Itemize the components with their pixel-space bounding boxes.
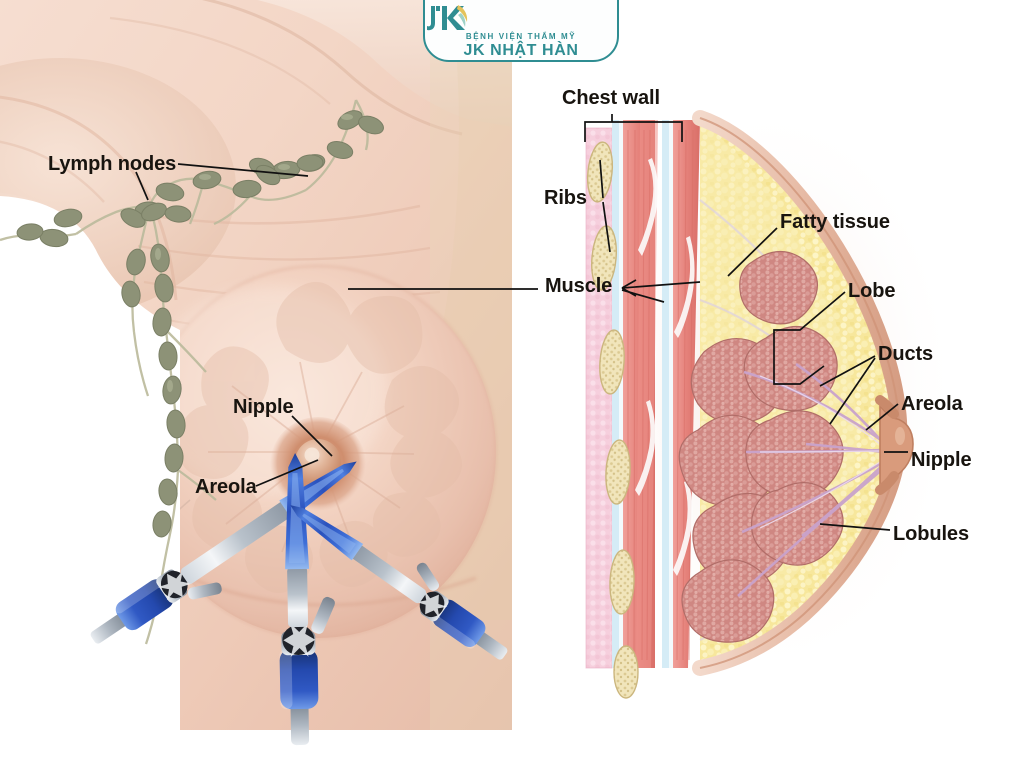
torso-illustration — [0, 0, 512, 746]
arm-crease — [0, 138, 105, 203]
trocar-right — [290, 505, 508, 660]
label-lobe: Lobe — [848, 280, 896, 302]
lymphatic-system — [0, 99, 384, 645]
clinic-logo-badge: BỆNH VIỆN THẨM MỸ JK NHẬT HÀN — [423, 0, 619, 62]
leader-lymph-nodes-b — [135, 171, 149, 201]
bracket-chest-wall — [584, 121, 683, 142]
rib-1 — [586, 141, 614, 203]
leader-ducts-a — [819, 355, 876, 387]
leader-lymph-nodes-a — [177, 163, 309, 177]
label-chest-wall: Chest wall — [562, 87, 660, 109]
pleura-layer-1 — [612, 120, 619, 668]
leader-ribs-a — [599, 159, 604, 199]
leader-lobules — [819, 523, 891, 531]
jk-monogram-icon — [425, 3, 617, 33]
rib-3 — [599, 329, 625, 395]
lobules-group — [678, 250, 844, 643]
leader-areola-left — [255, 459, 319, 487]
rib-4 — [605, 439, 631, 505]
shoulder-mass — [0, 58, 236, 318]
label-areola-section: Areola — [901, 393, 963, 415]
bracket-lobe — [773, 291, 846, 385]
leader-fatty-tissue — [727, 227, 778, 277]
rib-6 — [613, 645, 639, 699]
neck-contour — [109, 16, 331, 105]
fascia-gaps — [635, 158, 695, 576]
clavicle-line — [149, 0, 463, 136]
pleura-layer-3 — [662, 120, 669, 668]
label-nipple-anterior: Nipple — [233, 396, 294, 418]
deltoid-crease — [0, 94, 178, 301]
label-muscle: Muscle — [545, 275, 613, 297]
label-fatty-tissue: Fatty tissue — [780, 211, 890, 233]
leader-lines — [135, 114, 908, 531]
label-ribs: Ribs — [544, 187, 587, 209]
posterior-tissue — [586, 128, 612, 668]
clinic-name: JK NHẬT HÀN — [463, 42, 579, 59]
arrowhead-muscle — [621, 279, 637, 297]
cross-section-illustration — [580, 100, 960, 699]
nipple-highlight-cs — [895, 427, 905, 445]
leader-areola-cs — [865, 403, 899, 431]
nipple-highlight — [304, 447, 320, 463]
ribs-group — [586, 141, 639, 699]
pleura-layer-4 — [669, 120, 673, 668]
label-lobules: Lobules — [893, 523, 969, 545]
label-nipple-section: Nipple — [911, 449, 972, 471]
pleura-layer-2 — [619, 120, 623, 668]
label-ducts: Ducts — [878, 343, 934, 365]
label-areola-anterior: Areola — [195, 476, 257, 498]
clinic-tagline: BỆNH VIỆN THẨM MỸ — [465, 32, 577, 41]
areola-profile-lower — [875, 471, 899, 495]
leader-ribs-b — [602, 201, 611, 253]
rib-5 — [609, 549, 635, 615]
areola-profile-upper — [875, 395, 899, 419]
leader-muscle-a — [621, 281, 701, 289]
leader-nipple-left — [291, 415, 333, 457]
lymph-node-highlights — [155, 114, 353, 392]
label-lymph-nodes: Lymph nodes — [48, 153, 177, 175]
leader-ducts-b — [829, 357, 876, 425]
muscle-column-highlight — [636, 120, 658, 668]
